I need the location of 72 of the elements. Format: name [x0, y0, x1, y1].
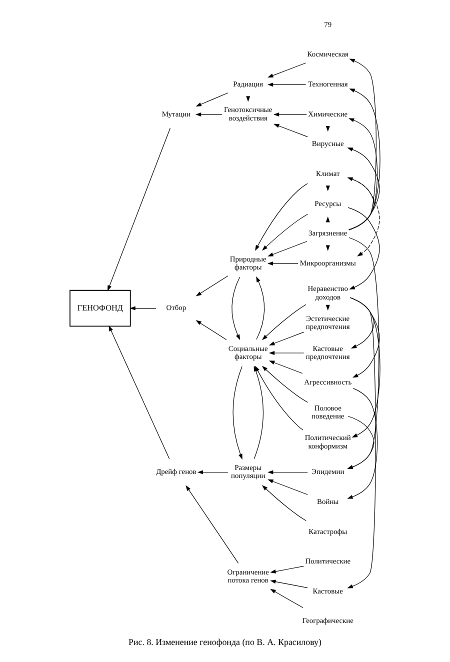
arrow — [274, 124, 308, 138]
node-text: Микроорганизмы — [300, 258, 356, 268]
arrow — [270, 580, 308, 588]
arrow — [130, 306, 156, 310]
arrow — [268, 360, 303, 374]
arrow — [267, 262, 298, 266]
arrow — [255, 183, 308, 251]
arrow — [197, 470, 228, 474]
arrow — [268, 332, 304, 346]
arrow — [108, 325, 170, 460]
node-box: ГЕНОФОНД — [70, 290, 131, 327]
node-text: Катастрофы — [308, 526, 348, 536]
node-text: Радиация — [233, 80, 264, 89]
node-text: Эстетические предпочтения — [306, 314, 350, 332]
node-text: Агрессивность — [304, 378, 352, 387]
node-text: Кастовые предпочтения — [306, 344, 350, 361]
node-text: Размеры популяции — [231, 463, 266, 480]
node-text: Химические — [308, 109, 348, 118]
node-text: Половое поведение — [312, 403, 344, 421]
node-text: Войны — [317, 496, 339, 506]
arrow — [256, 276, 265, 340]
arrow — [262, 485, 306, 522]
arrow — [268, 470, 308, 474]
node-text: Загрязнение — [308, 228, 348, 238]
caption: Рис. 8. Изменение генофонда (по В. А. Красилову) — [128, 636, 322, 647]
arrow — [348, 88, 380, 230]
node-text: Политические — [305, 556, 351, 566]
arrow — [270, 588, 304, 608]
arrow — [347, 237, 380, 469]
arrow — [268, 351, 304, 355]
arrow — [255, 366, 304, 430]
node-text: Генотоксичные воздействия — [224, 105, 272, 122]
arrow — [108, 128, 170, 292]
node-text: Отбор — [166, 303, 186, 312]
node-text: Социальные факторы — [228, 344, 268, 361]
arrow — [196, 276, 228, 296]
arrow — [268, 479, 308, 495]
node-text: Природные факторы — [230, 254, 266, 272]
node-text: Вирусные — [312, 139, 344, 148]
node-text: Космическая — [307, 50, 348, 59]
node-text: Эпидемии — [312, 467, 344, 476]
arrow — [195, 112, 222, 116]
arrow — [348, 207, 380, 290]
node-text: Дрейф генов — [156, 467, 196, 476]
node-text: Мутации — [162, 109, 191, 118]
arrow — [186, 485, 239, 564]
node-text: Ресурсы — [314, 198, 342, 208]
arrow — [267, 82, 306, 87]
arrow — [347, 388, 378, 499]
arrow — [348, 118, 378, 230]
arrow — [347, 416, 374, 469]
label: 79 — [324, 20, 332, 29]
node-text: Ограничение потока генов — [227, 567, 269, 585]
node-text: Техногенная — [308, 80, 348, 89]
arrow — [232, 276, 240, 340]
arrow — [270, 566, 304, 574]
node-text: Кастовые — [312, 586, 343, 596]
arrow — [262, 214, 308, 251]
node-text: Географические — [302, 616, 354, 626]
arrow — [262, 304, 306, 340]
arrow — [347, 297, 376, 588]
arrow — [232, 366, 242, 460]
arrow — [196, 92, 228, 107]
arrow — [196, 320, 227, 340]
arrow — [262, 366, 308, 403]
arrow — [268, 241, 308, 256]
node-text: Политический конформизм — [304, 433, 351, 450]
arrow — [348, 58, 376, 230]
arrow — [273, 112, 307, 116]
arrow — [268, 62, 306, 78]
node-text: Неравенство доходов — [308, 284, 348, 302]
node-text: Климат — [316, 168, 340, 178]
